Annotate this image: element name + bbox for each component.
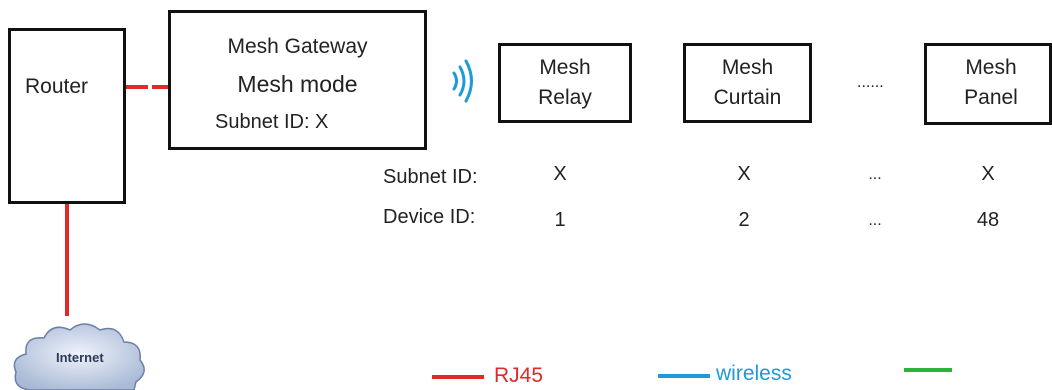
mesh-relay-box: Mesh Relay	[498, 43, 632, 123]
subnet-value-relay: X	[553, 163, 567, 185]
rj45-link-router-internet	[65, 204, 69, 316]
internet-label: Internet	[56, 350, 104, 365]
legend-wireless-line	[658, 374, 710, 378]
rj45-link-router-gateway	[126, 85, 148, 89]
curtain-line2: Curtain	[713, 86, 782, 109]
device-id-label: Device ID:	[383, 206, 476, 228]
device-value-ellipsis: ...	[868, 212, 882, 229]
device-ellipsis: ......	[857, 74, 884, 91]
mesh-gateway-box: Mesh Gateway Mesh mode Subnet ID: X	[168, 10, 427, 150]
subnet-value-curtain: X	[737, 163, 751, 185]
router-box: Router	[8, 28, 126, 204]
router-label: Router	[25, 75, 89, 98]
device-value-curtain: 2	[738, 209, 750, 231]
cloud-icon	[13, 323, 145, 390]
relay-line1: Mesh	[539, 56, 591, 79]
gateway-mode: Mesh mode	[237, 71, 358, 97]
device-value-panel: 48	[976, 209, 1000, 231]
rj45-link-router-gateway-2	[152, 85, 170, 89]
gateway-subnet: Subnet ID: X	[215, 111, 329, 133]
legend-green-line	[904, 368, 952, 372]
legend-rj45-label: RJ45	[494, 364, 544, 387]
internet-cloud: Internet	[8, 314, 150, 390]
subnet-id-label: Subnet ID:	[383, 166, 478, 188]
gateway-title: Mesh Gateway	[227, 35, 368, 58]
relay-line2: Relay	[538, 86, 592, 109]
mesh-panel-box: Mesh Panel	[924, 43, 1052, 125]
panel-line1: Mesh	[965, 56, 1017, 79]
curtain-line1: Mesh	[721, 56, 774, 79]
device-value-relay: 1	[554, 209, 566, 231]
panel-line2: Panel	[964, 86, 1018, 109]
wireless-signal-icon	[452, 59, 473, 103]
legend-wireless-label: wireless	[716, 362, 792, 385]
subnet-value-panel: X	[981, 163, 995, 185]
subnet-value-ellipsis: ...	[868, 166, 882, 183]
legend-rj45-line	[432, 375, 484, 379]
mesh-curtain-box: Mesh Curtain	[683, 43, 812, 123]
